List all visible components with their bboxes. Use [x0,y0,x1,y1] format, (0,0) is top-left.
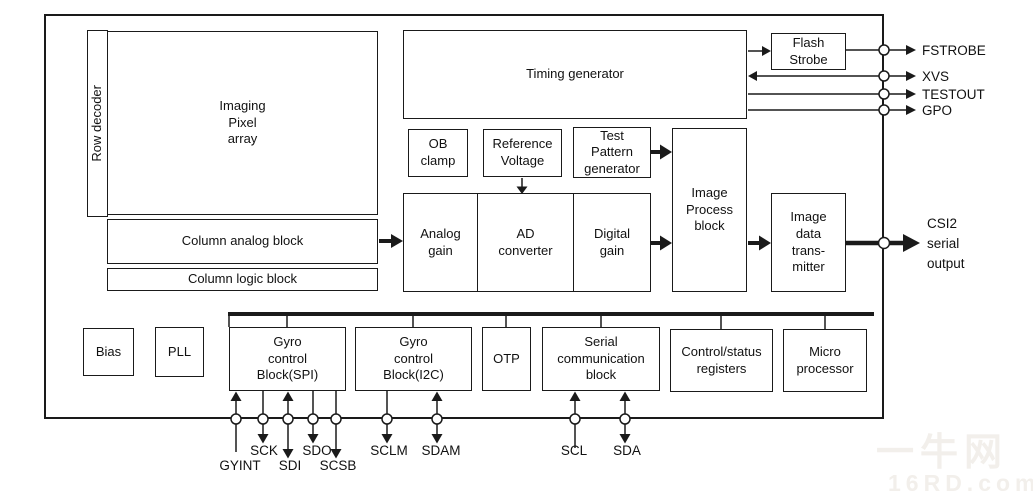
block-column-logic: Column logic block [107,268,378,291]
pin-label-sda: SDA [613,443,641,458]
block-row-decoder: Row decoder [87,30,108,217]
pin-label-xvs: XVS [922,69,950,84]
block-reference-voltage: Reference Voltage [483,129,562,177]
block-bias: Bias [83,328,134,376]
pin-label-sdi: SDI [278,458,302,473]
block-flash-strobe: Flash Strobe [771,33,846,70]
block-ad-converter: AD converter [478,193,574,292]
pin-label-scl: SCL [560,443,588,458]
watermark-logo: 一牛网 [876,432,1009,474]
pin-label-sdam: SDAM [421,443,461,458]
pin-label-sck: SCK [250,443,278,458]
block-analog-gain: Analog gain [403,193,478,292]
block-otp: OTP [482,327,531,391]
block-test-pattern-generator: Test Pattern generator [573,127,651,178]
watermark-url: 16RD.com [888,470,1033,495]
block-timing-generator: Timing generator [403,30,747,119]
block-control-status-registers: Control/status registers [670,329,773,392]
pin-label-csi2-output: CSI2 serial output [927,216,965,271]
block-digital-gain: Digital gain [574,193,651,292]
pin-label-scsb: SCSB [319,458,357,473]
block-image-data-transmitter: Image data trans- mitter [771,193,846,292]
pin-label-gpo: GPO [922,103,953,118]
pin-label-sclm: SCLM [370,443,408,458]
block-pll: PLL [155,327,204,377]
block-column-analog: Column analog block [107,219,378,264]
block-micro-processor: Micro processor [783,329,867,392]
block-gyro-control-spi: Gyro control Block(SPI) [229,327,346,391]
block-serial-communication: Serial communication block [542,327,660,391]
block-imaging-pixel-array: Imaging Pixel array [107,31,378,215]
block-image-process: Image Process block [672,128,747,292]
pin-label-testout: TESTOUT [922,87,985,102]
pin-label-gyint: GYINT [219,458,261,473]
pin-label-sdo: SDO [302,443,332,458]
block-ob-clamp: OB clamp [408,129,468,177]
pin-label-fstrobe: FSTROBE [922,43,986,58]
block-gyro-control-i2c: Gyro control Block(I2C) [355,327,472,391]
